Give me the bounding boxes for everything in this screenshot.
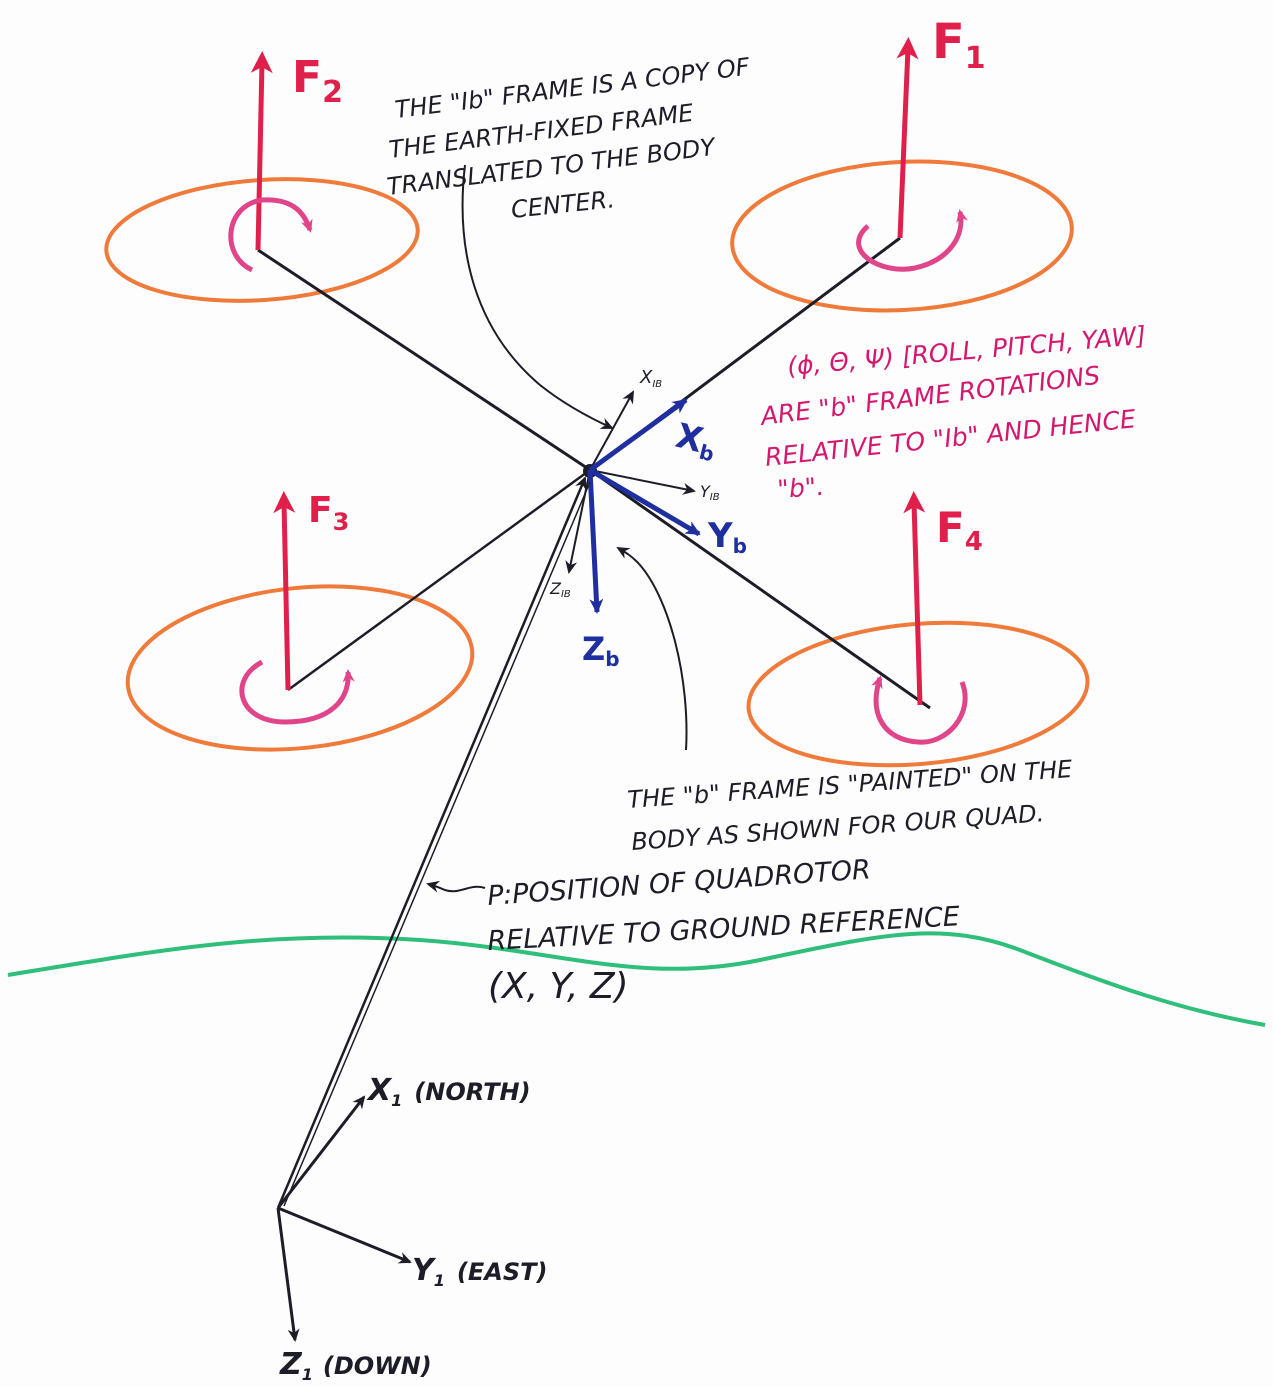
x-b-label: Xb	[671, 416, 721, 467]
z-b-label: Zb	[582, 630, 620, 671]
position-vector-p-double	[283, 481, 591, 1207]
z-b-axis-arrow	[587, 469, 604, 614]
y-b-label: Yb	[707, 516, 747, 558]
x1-north-label: X1(NORTH)	[366, 1073, 531, 1110]
z1-down-axis-arrow	[276, 1207, 300, 1342]
force-arrow-3	[273, 491, 296, 691]
y1-east-axis-arrow	[277, 1206, 412, 1264]
position-note: P:POSITION OF QUADROTOR RELATIVE TO GROU…	[486, 854, 960, 1007]
y-ib-axis-arrow	[589, 469, 696, 495]
arm-rotor-3	[287, 468, 591, 692]
svg-text:CENTER.: CENTER.	[510, 185, 616, 224]
force-arrow-2	[250, 51, 273, 251]
rotor-disc-1	[730, 159, 1074, 313]
force-arrow-4	[903, 491, 926, 706]
x1-north-axis-arrow	[276, 1095, 366, 1209]
b-frame-note: THE "b" FRAME IS "PAINTED" ON THE BODY A…	[626, 755, 1074, 856]
leader-b-note	[616, 547, 688, 751]
spin-arrow-rotor-1	[856, 209, 968, 272]
arm-rotor-2	[257, 248, 591, 472]
leader-ib-note	[461, 164, 614, 429]
ib-frame-note: THE "Ib" FRAME IS A COPY OF THE EARTH-FI…	[385, 53, 752, 224]
z-ib-label: ZIB	[549, 579, 571, 600]
svg-text:(X, Y, Z): (X, Y, Z)	[488, 966, 629, 1007]
position-vector-p	[276, 476, 587, 1209]
spin-arrow-rotor-4	[871, 675, 968, 745]
x-ib-axis-arrow	[589, 390, 634, 471]
rotor-disc-4	[746, 620, 1090, 768]
z-ib-axis-arrow	[565, 469, 591, 574]
x-b-axis-arrow	[588, 397, 688, 473]
svg-text:P:POSITION OF QUADROTOR: P:POSITION OF QUADROTOR	[486, 854, 871, 912]
x-ib-label: XIB	[639, 367, 662, 390]
force-label-f1: F1	[932, 14, 986, 76]
spin-arrow-rotor-3	[239, 659, 355, 725]
force-arrow-1	[896, 37, 919, 239]
y-ib-label: YIB	[700, 482, 720, 503]
force-label-f3: F3	[308, 490, 349, 536]
force-label-f2: F2	[292, 52, 343, 110]
arm-rotor-4	[589, 468, 931, 710]
y1-east-label: Y1(EAST)	[412, 1253, 547, 1290]
y-b-axis-arrow	[588, 467, 701, 537]
z1-down-label: Z1(DOWN)	[279, 1347, 432, 1384]
rotations-note: (ϕ, Θ, Ψ) [ROLL, PITCH, YAW] ARE "b" FRA…	[757, 321, 1147, 504]
force-label-f4: F4	[936, 503, 983, 557]
rotor-disc-3	[125, 584, 475, 752]
leader-p-note	[426, 880, 486, 893]
spin-arrow-rotor-2	[228, 197, 313, 273]
svg-text:"b".: "b".	[776, 472, 825, 504]
svg-text:RELATIVE TO GROUND REFERENCE: RELATIVE TO GROUND REFERENCE	[487, 901, 961, 957]
ground-line	[7, 931, 1266, 1027]
rotor-disc-2	[104, 177, 420, 303]
